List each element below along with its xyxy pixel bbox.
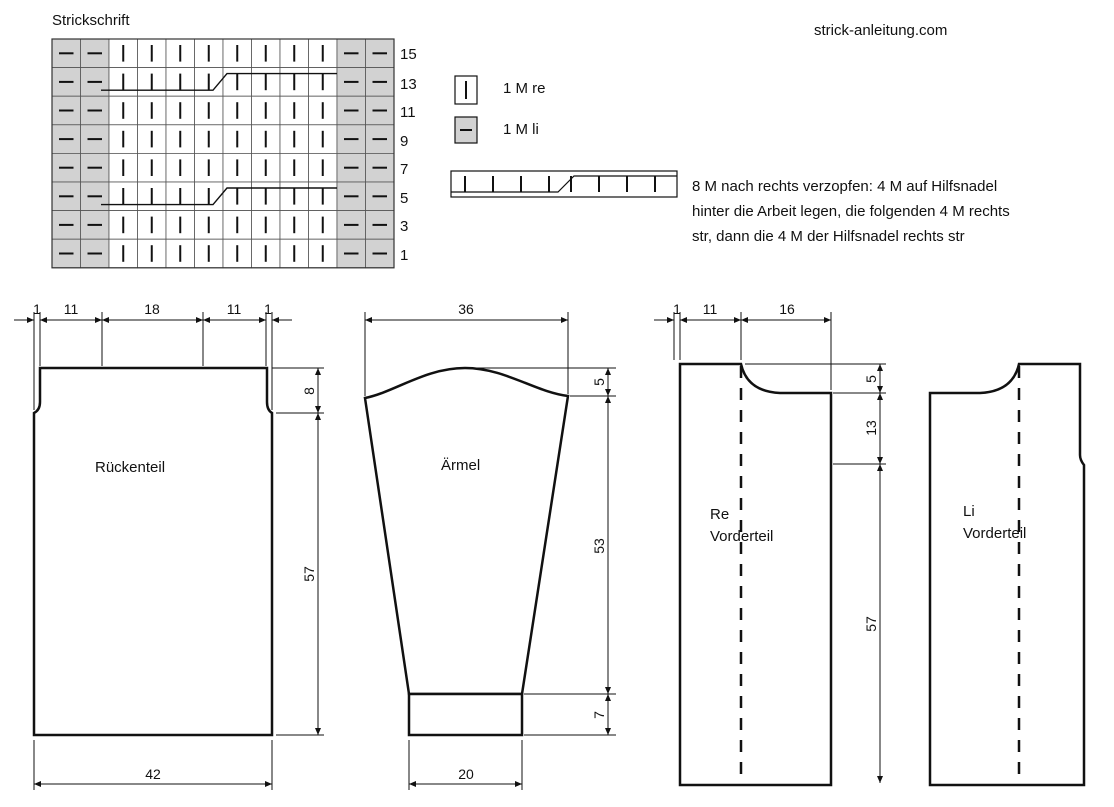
right-front-label-line1: Re (710, 506, 730, 523)
cable-crossing-line (101, 187, 337, 206)
cable-crossing-line (101, 72, 337, 91)
right-front-piece (678, 362, 833, 787)
rf-dim-shoulder: 16 (779, 301, 795, 317)
rf-dim-armhole: 13 (863, 420, 879, 436)
rf-dim-neck: 5 (863, 375, 879, 383)
back-dim-armhole: 8 (301, 387, 317, 395)
row-label: 13 (400, 76, 417, 93)
stitch-chart (51, 38, 395, 269)
legend-cable-line3: str, dann die 4 M der Hilfsnadel rechts … (692, 228, 965, 245)
back-dim-shoulder-left: 11 (64, 301, 79, 317)
back-dim-left-edge: 1 (33, 301, 41, 317)
site-name: strick-anleitung.com (814, 22, 948, 39)
sleeve-dim-cap: 5 (591, 378, 607, 386)
back-piece-label: Rückenteil (95, 459, 166, 476)
back-dim-width: 42 (145, 766, 161, 782)
row-label: 15 (400, 46, 417, 63)
sleeve-piece (363, 366, 570, 737)
legend-cable-line2: hinter die Arbeit legen, die folgenden 4… (692, 203, 1010, 220)
cable-symbol (450, 170, 678, 198)
sleeve-dim-bottom: 20 (458, 766, 474, 782)
purl-stitch-cell (80, 152, 110, 183)
sleeve-dim-cuff: 7 (591, 711, 607, 719)
rf-dim-height: 57 (863, 616, 879, 632)
sleeve-dimensions (364, 312, 616, 790)
left-front-label-line2: Vorderteil (963, 525, 1027, 542)
row-label: 9 (400, 133, 409, 150)
row-label: 5 (400, 190, 409, 207)
left-front-label-line1: Li (963, 503, 975, 520)
row-label: 1 (400, 247, 409, 264)
back-dimensions (14, 312, 324, 790)
legend-purl-label: 1 M li (503, 121, 539, 138)
chart-title: Strickschrift (52, 12, 130, 29)
chart-border (51, 38, 395, 269)
row-label: 3 (400, 218, 409, 235)
row-label: 7 (400, 161, 409, 178)
right-front-label-line2: Vorderteil (710, 528, 774, 545)
rf-dim-band: 11 (703, 301, 718, 317)
knit-symbol (454, 75, 478, 105)
left-front-piece (928, 362, 1086, 787)
sleeve-dim-top: 36 (458, 301, 474, 317)
purl-symbol (454, 116, 478, 144)
legend-knit-label: 1 M re (503, 80, 546, 97)
back-dim-neck: 18 (144, 301, 160, 317)
back-dim-right-edge: 1 (264, 301, 272, 317)
back-dim-shoulder-right: 11 (227, 301, 242, 317)
sleeve-dim-length: 53 (591, 538, 607, 554)
back-piece (32, 366, 274, 737)
sleeve-piece-label: Ärmel (441, 457, 481, 474)
legend-cable-line1: 8 M nach rechts verzopfen: 4 M auf Hilfs… (692, 178, 998, 195)
rf-dim-edge: 1 (673, 301, 681, 317)
back-dim-height: 57 (301, 566, 317, 582)
row-label: 11 (400, 104, 416, 121)
right-front-dimensions (654, 312, 886, 783)
